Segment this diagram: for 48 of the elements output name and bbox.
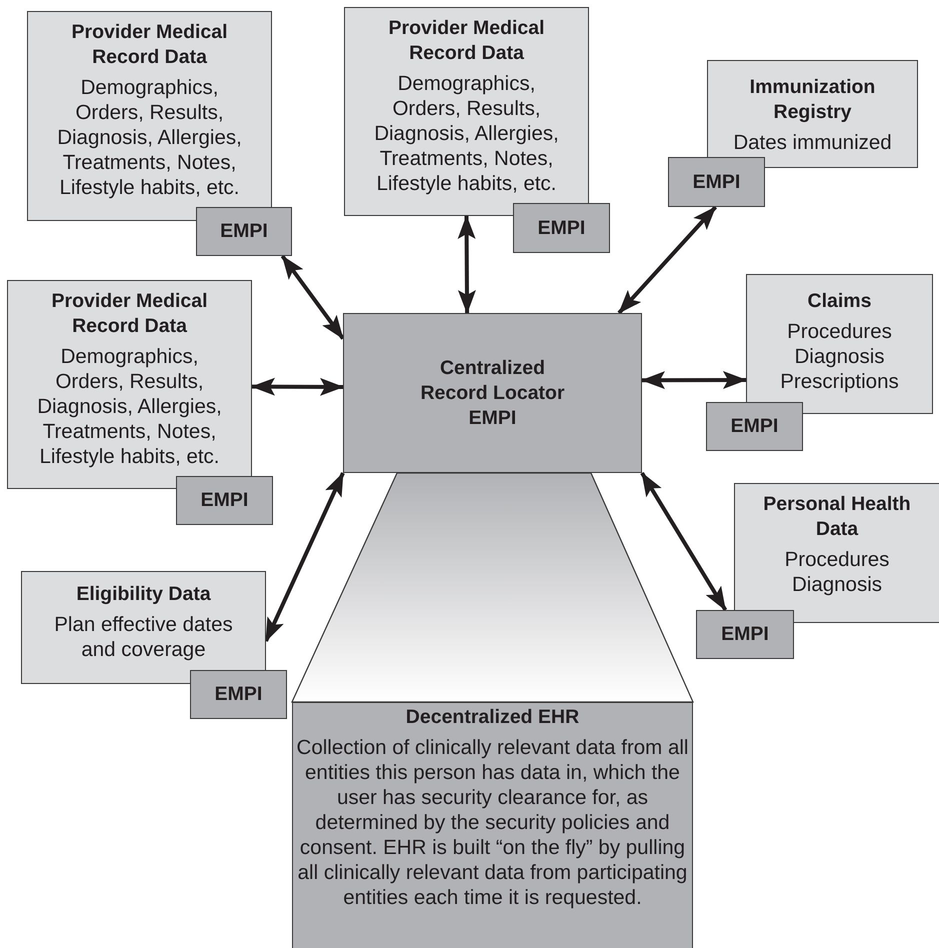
box-heading: Provider Medical Record Data <box>50 289 209 339</box>
double-headed-arrow <box>458 215 476 314</box>
data-source-box <box>746 274 933 414</box>
box-heading: Claims <box>808 289 872 314</box>
double-headed-arrow <box>618 206 717 314</box>
box-body-text: Demographics, Orders, Results, Diagnosis, Allergies, Treatments, Notes, Lifestyle habits, etc. <box>36 344 223 469</box>
box-heading: EMPI <box>721 622 769 647</box>
box-heading: Centralized Record Locator EMPI <box>419 356 566 430</box>
gradient-trapezoid <box>292 473 693 702</box>
box-heading: EMPI <box>692 170 740 194</box>
box-heading: Decentralized EHR <box>406 705 580 730</box>
box-heading: Eligibility Data <box>76 582 211 607</box>
box-body-text: Procedures Diagnosis <box>784 547 890 597</box>
empi-tab <box>190 670 287 719</box>
data-source-box <box>707 60 918 168</box>
box-heading: EMPI <box>538 216 586 240</box>
box-body-text: Collection of clinically relevant data from all entities this person has data in, which the user has security clearance for, as determined by the security policies and consent. EHR is built “on the fly” by pulling all clinically relevant data from participating entities each time it is requested. <box>296 735 689 910</box>
data-source-box <box>734 483 939 623</box>
box-heading: EMPI <box>200 488 248 513</box>
box-body-text: Plan effective dates and coverage <box>53 612 234 662</box>
box-heading: Immunization Registry <box>748 75 876 125</box>
double-headed-arrow <box>251 378 344 396</box>
box-heading: EMPI <box>214 682 262 707</box>
empi-tab <box>176 476 273 525</box>
data-source-box <box>21 571 266 684</box>
box-heading: Provider Medical Record Data <box>387 16 546 66</box>
box-heading: Provider Medical Record Data <box>70 20 229 70</box>
box-body-text: Dates immunized <box>733 130 892 155</box>
box-body-text: Demographics, Orders, Results, Diagnosis, Allergies, Treatments, Notes, Lifestyle habits, etc. <box>373 71 560 196</box>
empi-tab <box>513 203 610 253</box>
data-source-box <box>27 11 272 221</box>
box-body-text: Demographics, Orders, Results, Diagnosis, Allergies, Treatments, Notes, Lifestyle habits, etc. <box>56 75 243 200</box>
record-locator-box <box>343 313 642 473</box>
empi-tab <box>668 157 765 207</box>
box-heading: Personal Health Data <box>762 492 912 542</box>
box-body-text: Procedures Diagnosis Prescriptions <box>779 319 900 394</box>
empi-tab <box>706 402 803 451</box>
ehr-box <box>292 702 693 948</box>
double-headed-arrow <box>640 472 728 612</box>
box-heading: EMPI <box>730 414 778 439</box>
data-source-box <box>344 7 589 216</box>
empi-tab <box>696 610 794 659</box>
double-headed-arrow <box>641 371 747 390</box>
data-source-box <box>7 280 252 489</box>
double-headed-arrow <box>264 472 345 642</box>
empi-tab <box>196 207 292 256</box>
double-headed-arrow <box>280 254 345 340</box>
box-heading: EMPI <box>220 219 268 244</box>
